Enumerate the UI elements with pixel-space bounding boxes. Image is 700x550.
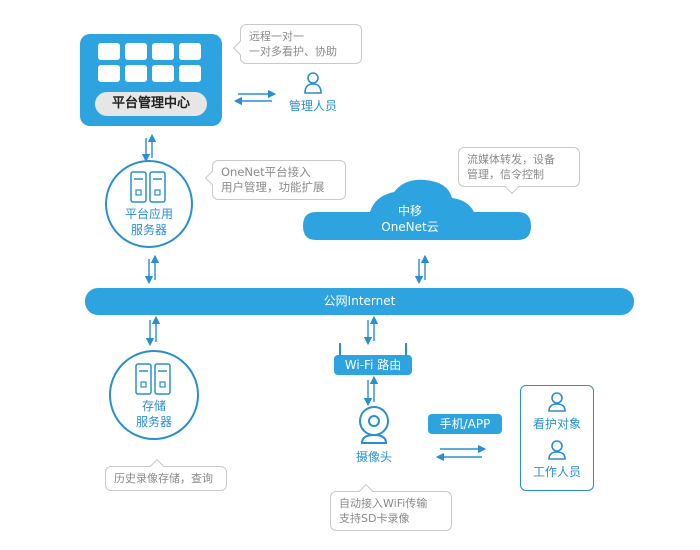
- server-icon: [130, 171, 166, 203]
- storage-label-2: 服务器: [135, 415, 172, 429]
- app-server-label-1: 平台应用: [124, 207, 173, 221]
- wifi-label: Wi-Fi 路由: [334, 355, 412, 375]
- monitor-wall-icon: [98, 43, 202, 83]
- worker-user: 工作人员: [521, 440, 593, 480]
- camera-node: 摄像头: [346, 405, 402, 465]
- storage-label-1: 存储: [141, 399, 166, 413]
- person-icon: [304, 72, 322, 94]
- guardian-user: 看护对象: [521, 392, 593, 432]
- internet-label: 公网Internet: [323, 294, 396, 308]
- storage-server-node: 存储 服务器: [109, 350, 199, 440]
- person-icon: [548, 392, 566, 412]
- admin-label: 管理人员: [288, 99, 337, 113]
- app-server-node: 平台应用 服务器: [105, 160, 193, 248]
- router-antenna-icon: [339, 343, 407, 357]
- platform-management-center: 平台管理中心: [80, 34, 222, 126]
- wifi-router: Wi-Fi 路由: [334, 341, 412, 375]
- guardian-label: 看护对象: [532, 417, 581, 431]
- users-box: 看护对象 工作人员: [520, 385, 594, 491]
- worker-label: 工作人员: [532, 465, 581, 479]
- camera-label: 摄像头: [355, 450, 392, 464]
- camera-icon: [359, 406, 389, 444]
- app-server-label-2: 服务器: [130, 223, 167, 237]
- server-icon: [135, 363, 171, 395]
- internet-backbone: 公网Internet: [85, 288, 634, 315]
- stream-forward-bubble: 流媒体转发，设备 管理，信令控制: [458, 147, 580, 195]
- cloud-label: 中移 OneNet云: [381, 204, 439, 234]
- mobile-app-badge: 手机/APP: [428, 414, 502, 434]
- person-icon: [548, 440, 566, 460]
- platform-label: 平台管理中心: [95, 92, 207, 116]
- onenet-access-bubble: OneNet平台接入 用户管理，功能扩展: [204, 160, 346, 200]
- remote-care-bubble: 远程一对一 一对多看护、协助: [232, 24, 362, 64]
- camera-feature-bubble: 自动接入WiFi传输 支持SD卡录像: [330, 483, 452, 531]
- storage-query-bubble: 历史录像存储，查询: [105, 458, 227, 491]
- admin-person: 管理人员: [285, 72, 341, 114]
